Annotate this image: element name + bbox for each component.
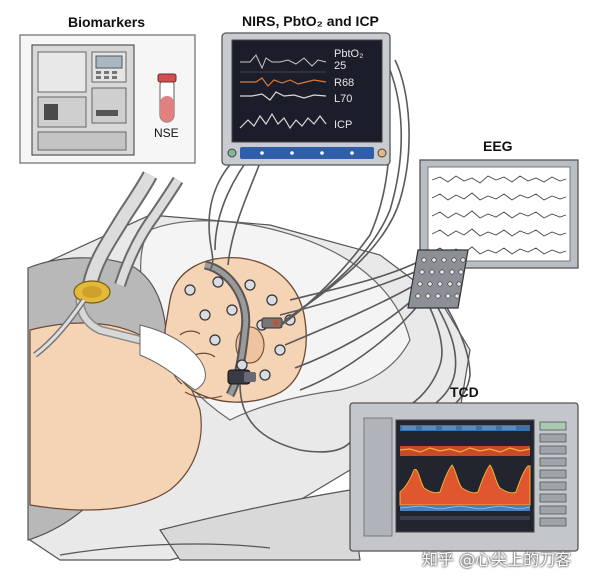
eeg-monitor bbox=[419, 159, 579, 269]
eeg-trace-4 bbox=[431, 228, 567, 237]
biomarkers-panel bbox=[19, 34, 196, 164]
eeg-trace-3 bbox=[431, 210, 567, 219]
lab-analyzer-machine bbox=[31, 44, 135, 156]
l70-waveform bbox=[240, 91, 327, 101]
icp-waveform bbox=[239, 112, 327, 130]
nirs-monitor: PbtO₂ 25 R68 L70 ICP bbox=[221, 32, 391, 166]
power-led-icon bbox=[227, 148, 237, 158]
nse-sample-tube-icon bbox=[157, 73, 177, 123]
eeg-label: EEG bbox=[483, 138, 513, 154]
tcd-doppler-waveform bbox=[399, 464, 531, 506]
eeg-trace-1 bbox=[431, 175, 567, 184]
eeg-trace-2 bbox=[431, 192, 567, 201]
tcd-monitor bbox=[349, 402, 579, 552]
nirs-monitor-title: NIRS, PbtO₂ and ICP bbox=[242, 13, 379, 29]
pbto2-waveform bbox=[240, 54, 327, 70]
tcd-probe bbox=[227, 369, 256, 385]
eeg-electrodes bbox=[184, 276, 296, 381]
patient-scene bbox=[27, 171, 471, 561]
status-led-icon bbox=[377, 148, 387, 158]
biomarkers-label: Biomarkers bbox=[68, 14, 146, 30]
patient-shoulder bbox=[29, 322, 202, 511]
icp-bolt-probe bbox=[261, 317, 283, 329]
tcd-label: TCD bbox=[450, 384, 479, 400]
monitoring-cables bbox=[208, 59, 471, 453]
r68-label: R68 bbox=[334, 77, 354, 89]
watermark-text: 知乎 @心尖上的刀客 bbox=[422, 550, 572, 569]
pbto2-value: 25 bbox=[334, 60, 346, 72]
l70-label: L70 bbox=[334, 93, 352, 105]
eeg-junction-box bbox=[407, 249, 469, 309]
icp-label: ICP bbox=[334, 119, 352, 131]
r68-waveform bbox=[240, 77, 327, 87]
pbto2-label: PbtO₂ bbox=[334, 48, 363, 60]
nse-label: NSE bbox=[154, 126, 179, 140]
